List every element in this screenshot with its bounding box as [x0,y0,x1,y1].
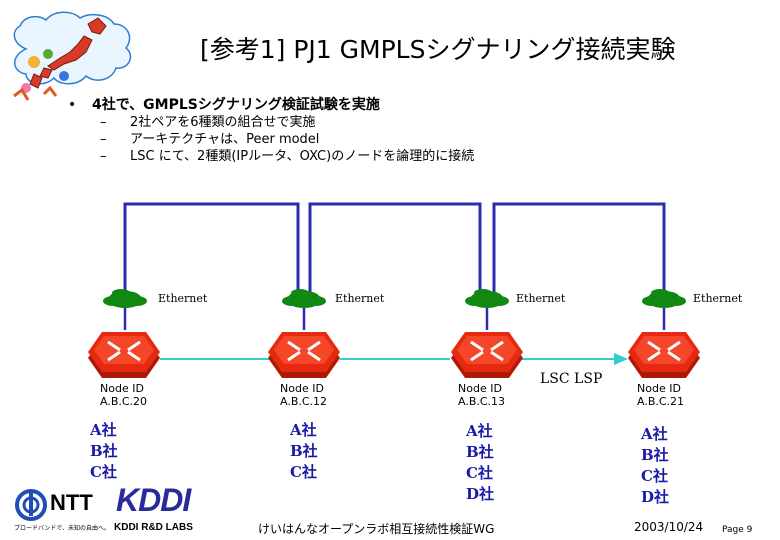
ntt-wordmark: NTT [50,490,93,515]
node-id-title: Node ID [100,382,144,395]
company-item: B社 [290,442,318,460]
sub-bullet: – LSC にて、2種類(IPルータ、OXC)のノードを論理的に接続 [68,148,474,165]
footer-org: けいはんなオープンラボ相互接続性検証WG [258,522,495,536]
node-id-label: Node ID A.B.C.13 [458,382,505,408]
router-icon [88,332,160,378]
sub-bullet-text: 2社ペアを6種類の組合せで実施 [130,115,316,130]
company-item: B社 [90,442,118,460]
ethernet-label: Ethernet [516,292,566,305]
router-icon [628,332,700,378]
ntt-logo: NTT ブロードバンドで、未知の自由へ。 [10,486,110,536]
sub-bullet-dash: – [100,132,107,147]
ethernet-drop-links [123,304,666,330]
node-id-label: Node ID A.B.C.12 [280,382,327,408]
company-item: C社 [90,463,117,481]
ethernet-label: Ethernet [693,292,743,305]
node-id-title: Node ID [637,382,681,395]
node-id-label: Node ID A.B.C.21 [637,382,684,408]
ethernet-cloud-icon [282,289,326,308]
slide-title: [参考1] PJ1 GMPLSシグナリング接続実験 [200,35,676,64]
kddi-logo: KDDI KDDI R&D LABS [110,482,210,536]
ntt-tagline: ブロードバンドで、未知の自由へ。 [14,525,111,532]
node-id-label: Node ID A.B.C.20 [100,382,147,408]
sub-bullet-text: アーキテクチャは、Peer model [130,132,320,147]
ethernet-label: Ethernet [335,292,385,305]
footer-date: 2003/10/24 [634,520,704,534]
ethernet-label: Ethernet [158,292,208,305]
control-plane-links [123,202,666,298]
company-item: C社 [290,463,317,481]
arrow-icon [614,353,628,365]
company-item: A社 [641,425,668,443]
kddi-lab-name: KDDI R&D LABS [114,522,193,533]
ethernet-cloud-icon [103,289,147,308]
node-id-title: Node ID [280,382,324,395]
router-icon [268,332,340,378]
company-item: A社 [90,421,117,439]
node-address: A.B.C.13 [458,395,506,408]
company-item: A社 [466,422,493,440]
node-address: A.B.C.21 [637,395,685,408]
bullet-dot: • [68,97,77,113]
bullet-main-text: 4社で、GMPLSシグナリング検証試験を実施 [92,97,380,113]
company-item: B社 [466,443,494,461]
sub-bullet: – 2社ペアを6種類の組合せで実施 [68,114,474,131]
company-list: A社 B社 C社 [290,420,318,483]
company-item: C社 [466,464,493,482]
sub-bullet-dash: – [100,149,107,164]
company-item: B社 [641,446,669,464]
company-item: A社 [290,421,317,439]
company-item: C社 [641,467,668,485]
japan-map-logo [13,11,132,101]
ethernet-cloud-icon [465,289,509,308]
kddi-wordmark: KDDI [116,482,191,518]
sub-bullet-text: LSC にて、2種類(IPルータ、OXC)のノードを論理的に接続 [130,149,475,164]
page-number: Page 9 [722,525,753,535]
node-address: A.B.C.20 [100,395,148,408]
bullet-main: • 4社で、GMPLSシグナリング検証試験を実施 [68,97,474,114]
ntt-emblem-icon [15,489,47,521]
company-list: A社 B社 C社 D社 [641,424,669,508]
node-id-title: Node ID [458,382,502,395]
company-list: A社 B社 C社 D社 [466,421,494,505]
node-address: A.B.C.12 [280,395,328,408]
company-item: D社 [641,488,670,506]
company-item: D社 [466,485,495,503]
lsc-lsp-label: LSC LSP [540,371,603,387]
sub-bullet: – アーキテクチャは、Peer model [68,131,474,148]
sub-bullet-dash: – [100,115,107,130]
router-icon [451,332,523,378]
ethernet-cloud-icon [642,289,686,308]
company-list: A社 B社 C社 [90,420,118,483]
bullet-list: • 4社で、GMPLSシグナリング検証試験を実施 – 2社ペアを6種類の組合せで実施… [68,97,474,165]
